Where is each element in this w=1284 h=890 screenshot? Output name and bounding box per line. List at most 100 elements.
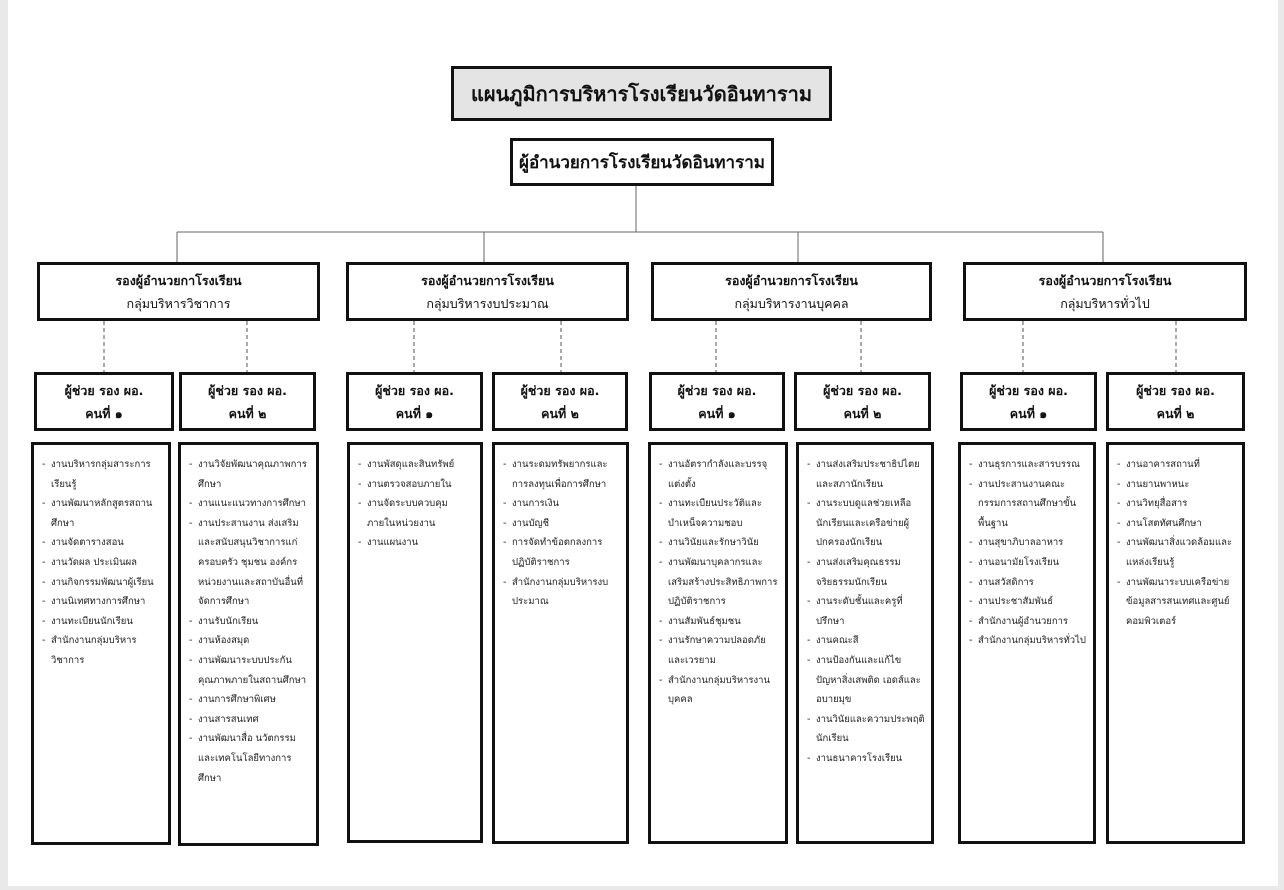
- task-list: งานอาคารสถานที่ งานยานพาหนะ งานวิทยุสื่อ…: [1117, 455, 1236, 631]
- task-item: งานตรวจสอบภายใน: [358, 475, 474, 495]
- task-item: สำนักงานกลุ่มบริหารทั่วไป: [969, 631, 1087, 651]
- task-item: งานบัญชี: [503, 514, 620, 534]
- task-item: งานธนาคารโรงเรียน: [807, 749, 925, 769]
- task-item: งานพัฒนาระบบประกันคุณภาพภายในสถานศึกษา: [189, 651, 310, 690]
- assistant-box: ผู้ช่วย รอง ผอ. คนที่ ๒: [492, 372, 628, 431]
- deputy-box-academic: รองผู้อำนวยกาโรงเรียน กลุ่มบริหารวิชาการ: [37, 262, 320, 321]
- task-item: งานระดมทรัพยากรและการลงทุนเพื่อการศึกษา: [503, 455, 620, 494]
- assistant-title: ผู้ช่วย รอง ผอ.: [1136, 382, 1215, 398]
- deputy-box-budget: รองผู้อำนวยการโรงเรียน กลุ่มบริหารงบประม…: [346, 262, 629, 321]
- task-list-box: งานส่งเสริมประชาธิปไตยและสภานักเรียน งาน…: [796, 442, 934, 844]
- assistant-title: ผู้ช่วย รอง ผอ.: [208, 382, 287, 398]
- task-item: งานสวัสดิการ: [969, 573, 1087, 593]
- task-list: งานวิจัยพัฒนาคุณภาพการศึกษา งานแนะแนวทาง…: [189, 455, 310, 788]
- task-item: สำนักงานผู้อำนวยการ: [969, 612, 1087, 632]
- assistant-title: ผู้ช่วย รอง ผอ.: [989, 382, 1068, 398]
- task-item: งานส่งเสริมประชาธิปไตยและสภานักเรียน: [807, 455, 925, 494]
- task-item: งานแนะแนวทางการศึกษา: [189, 494, 310, 514]
- task-item: งานอาคารสถานที่: [1117, 455, 1236, 475]
- task-list: งานบริหารกลุ่มสาระการเรียนรู้ งานพัฒนาหล…: [42, 455, 162, 671]
- task-item: งานพัสดุและสินทรัพย์: [358, 455, 474, 475]
- assistant-box: ผู้ช่วย รอง ผอ. คนที่ ๑: [960, 372, 1097, 431]
- task-item: งานประสานงานคณะกรรมการสถานศึกษาขั้นพื้นฐ…: [969, 475, 1087, 534]
- task-item: งานส่งเสริมคุณธรรมจริยธรรมนักเรียน: [807, 553, 925, 592]
- deputy-title: รองผู้อำนวยการโรงเรียน: [1038, 272, 1172, 288]
- task-item: งานบริหารกลุ่มสาระการเรียนรู้: [42, 455, 162, 494]
- task-item: งานประชาสัมพันธ์: [969, 592, 1087, 612]
- task-item: งานวิทยุสื่อสาร: [1117, 494, 1236, 514]
- task-item: งานธุรการและสารบรรณ: [969, 455, 1087, 475]
- task-item: งานระดับชั้นและครูที่ปรึกษา: [807, 592, 925, 631]
- assistant-box: ผู้ช่วย รอง ผอ. คนที่ ๑: [34, 372, 174, 431]
- task-item: งานพัฒนาสื่อ นวัตกรรมและเทคโนโลยีทางการศ…: [189, 729, 310, 788]
- assistant-box: ผู้ช่วย รอง ผอ. คนที่ ๑: [346, 372, 483, 431]
- task-list: งานธุรการและสารบรรณ งานประสานงานคณะกรรมก…: [969, 455, 1087, 651]
- assistant-title: ผู้ช่วย รอง ผอ.: [677, 382, 757, 398]
- assistant-number: คนที่ ๒: [1156, 405, 1195, 421]
- task-item: งานอนามัยโรงเรียน: [969, 553, 1087, 573]
- task-item: งานพัฒนาสิ่งแวดล้อมและแหล่งเรียนรู้: [1117, 533, 1236, 572]
- assistant-number: คนที่ ๒: [541, 405, 579, 421]
- task-item: งานการศึกษาพิเศษ: [189, 690, 310, 710]
- task-item: งานการเงิน: [503, 494, 620, 514]
- task-list-box: งานธุรการและสารบรรณ งานประสานงานคณะกรรมก…: [958, 442, 1096, 844]
- task-item: งานวินัยและรักษาวินัย: [659, 533, 779, 553]
- task-item: สำนักงานกลุ่มบริหารงบประมาณ: [503, 573, 620, 612]
- task-item: งานจัดระบบควบคุมภายในหน่วยงาน: [358, 494, 474, 533]
- task-list-box: งานอัตรากำลังและบรรจุแต่งตั้ง งานทะเบียน…: [648, 442, 788, 844]
- director-title: ผู้อำนวยการโรงเรียนวัดอินทาราม: [519, 152, 765, 173]
- deputy-box-personnel: รองผู้อำนวยการโรงเรียน กลุ่มบริหารงานบุค…: [651, 262, 932, 321]
- task-item: งานพัฒนาหลักสูตรสถานศึกษา: [42, 494, 162, 533]
- task-item: งานแผนงาน: [358, 533, 474, 553]
- task-item: การจัดทำข้อตกลงการปฏิบัติราชการ: [503, 533, 620, 572]
- deputy-title: รองผู้อำนวยการโรงเรียน: [725, 272, 858, 288]
- task-item: งานสารสนเทศ: [189, 710, 310, 730]
- task-list: งานระดมทรัพยากรและการลงทุนเพื่อการศึกษา …: [503, 455, 620, 612]
- assistant-title: ผู้ช่วย รอง ผอ.: [64, 382, 144, 398]
- task-item: งานคณะสี: [807, 631, 925, 651]
- task-list-box: งานบริหารกลุ่มสาระการเรียนรู้ งานพัฒนาหล…: [31, 442, 171, 845]
- assistant-number: คนที่ ๑: [1009, 405, 1048, 421]
- task-item: สำนักงานกลุ่มบริหารงานบุคคล: [659, 671, 779, 710]
- deputy-group-name: กลุ่มบริหารงานบุคคล: [734, 295, 849, 311]
- task-item: งานวินัยและความประพฤตินักเรียน: [807, 710, 925, 749]
- deputy-title: รองผู้อำนวยการโรงเรียน: [421, 272, 554, 288]
- task-list-box: งานระดมทรัพยากรและการลงทุนเพื่อการศึกษา …: [492, 442, 629, 844]
- assistant-title: ผู้ช่วย รอง ผอ.: [520, 382, 600, 398]
- deputy-title: รองผู้อำนวยกาโรงเรียน: [115, 272, 242, 288]
- task-item: งานจัดตารางสอน: [42, 533, 162, 553]
- task-item: งานรักษาความปลอดภัยและเวรยาม: [659, 631, 779, 670]
- assistant-number: คนที่ ๑: [395, 405, 434, 421]
- assistant-box: ผู้ช่วย รอง ผอ. คนที่ ๒: [179, 372, 316, 431]
- deputy-group-name: กลุ่มบริหารวิชาการ: [126, 295, 231, 311]
- deputy-group-name: กลุ่มบริหารทั่วไป: [1060, 295, 1150, 311]
- deputy-group-name: กลุ่มบริหารงบประมาณ: [426, 295, 549, 311]
- task-item: งานอัตรากำลังและบรรจุแต่งตั้ง: [659, 455, 779, 494]
- task-item: งานห้องสมุด: [189, 631, 310, 651]
- assistant-title: ผู้ช่วย รอง ผอ.: [823, 382, 902, 398]
- task-list-box: งานพัสดุและสินทรัพย์ งานตรวจสอบภายใน งาน…: [347, 442, 483, 843]
- task-item: งานพัฒนาบุคลากรและเสริมสร้างประสิทธิภาพก…: [659, 553, 779, 612]
- task-list-box: งานวิจัยพัฒนาคุณภาพการศึกษา งานแนะแนวทาง…: [178, 442, 319, 846]
- task-item: งานระบบดูแลช่วยเหลือนักเรียนและเครือข่าย…: [807, 494, 925, 553]
- director-box: ผู้อำนวยการโรงเรียนวัดอินทาราม: [510, 138, 774, 186]
- task-item: งานกิจกรรมพัฒนาผู้เรียน: [42, 573, 162, 593]
- task-list-box: งานอาคารสถานที่ งานยานพาหนะ งานวิทยุสื่อ…: [1106, 442, 1245, 844]
- task-list: งานอัตรากำลังและบรรจุแต่งตั้ง งานทะเบียน…: [659, 455, 779, 710]
- assistant-number: คนที่ ๒: [843, 405, 882, 421]
- assistant-box: ผู้ช่วย รอง ผอ. คนที่ ๒: [1106, 372, 1245, 431]
- task-list: งานพัสดุและสินทรัพย์ งานตรวจสอบภายใน งาน…: [358, 455, 474, 553]
- assistant-number: คนที่ ๒: [228, 405, 267, 421]
- assistant-number: คนที่ ๑: [85, 405, 123, 421]
- task-item: งานทะเบียนประวัติและบำเหน็จความชอบ: [659, 494, 779, 533]
- task-item: งานประสานงาน ส่งเสริมและสนับสนุนวิชาการแ…: [189, 514, 310, 612]
- task-item: งานรับนักเรียน: [189, 612, 310, 632]
- task-item: งานสุขาภิบาลอาหาร: [969, 533, 1087, 553]
- chart-title: แผนภูมิการบริหารโรงเรียนวัดอินทาราม: [451, 66, 832, 121]
- task-item: งานยานพาหนะ: [1117, 475, 1236, 495]
- assistant-box: ผู้ช่วย รอง ผอ. คนที่ ๒: [794, 372, 931, 431]
- task-item: งานวิจัยพัฒนาคุณภาพการศึกษา: [189, 455, 310, 494]
- task-item: งานนิเทศทางการศึกษา: [42, 592, 162, 612]
